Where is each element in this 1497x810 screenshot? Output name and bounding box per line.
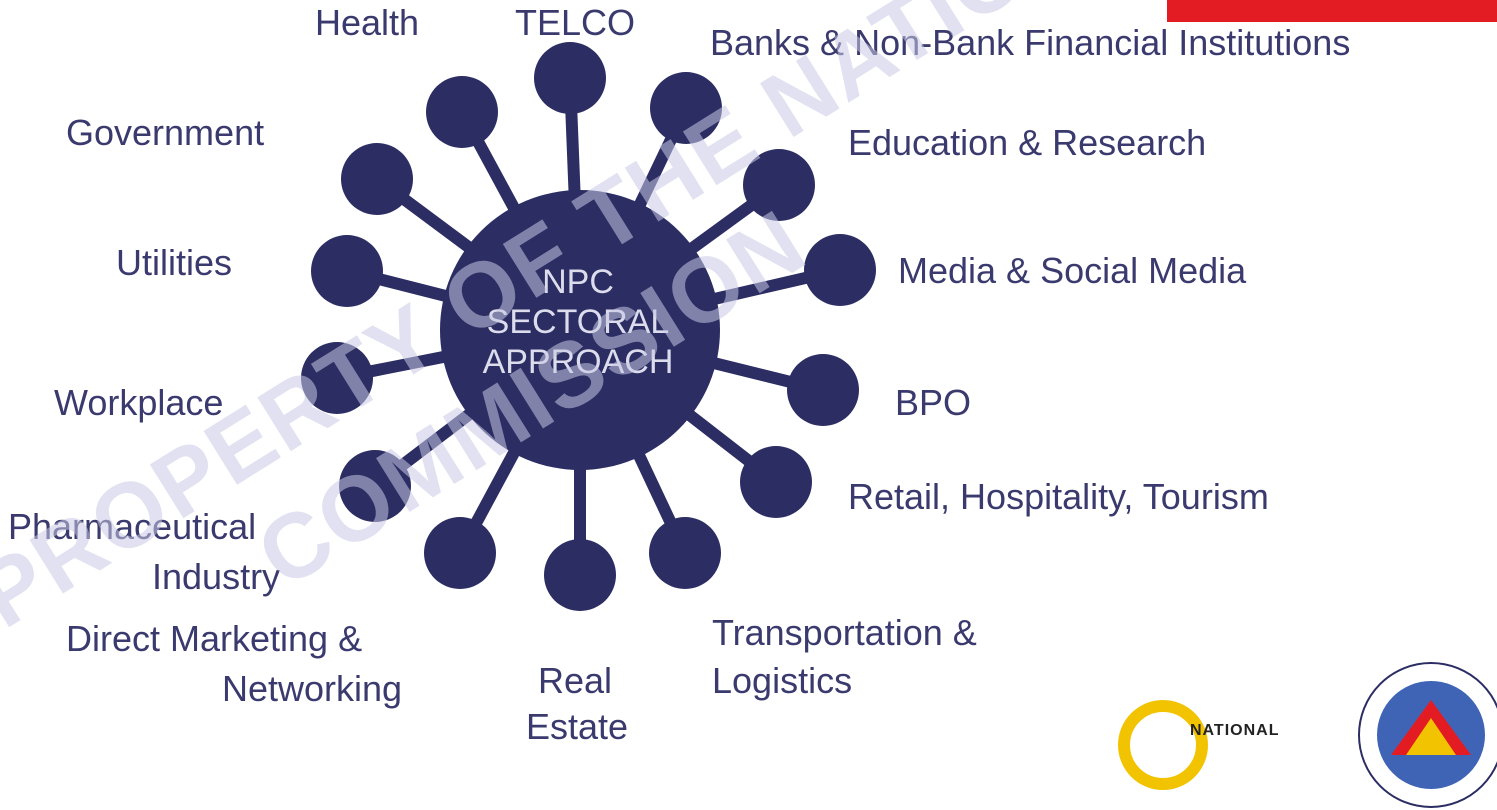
node-media: [804, 234, 876, 306]
label-media: Media & Social Media: [898, 250, 1247, 291]
label-transport-1: Transportation &: [712, 612, 977, 653]
node-telco: [534, 42, 606, 114]
logo-ring: [1118, 700, 1208, 790]
label-retail: Retail, Hospitality, Tourism: [848, 476, 1269, 517]
node-transport: [649, 517, 721, 589]
label-pharma-1: Pharmaceutical: [8, 506, 257, 547]
node-utilities: [311, 235, 383, 307]
node-health: [426, 76, 498, 148]
node-workplace: [301, 342, 373, 414]
seal-icon: [1358, 662, 1497, 808]
hub-nodes: [301, 42, 876, 611]
node-bpo: [787, 354, 859, 426]
sectoral-hub-diagram: [301, 42, 876, 611]
label-direct-1: Direct Marketing &: [66, 618, 363, 659]
hub-center-label: NPC SECTORAL APPROACH: [438, 262, 718, 382]
node-banks: [650, 72, 722, 144]
center-line-1: NPC: [542, 263, 614, 301]
node-realestate: [544, 539, 616, 611]
label-education: Education & Research: [848, 122, 1207, 163]
label-transport-2: Logistics: [712, 660, 853, 701]
center-line-2: SECTORAL: [486, 303, 670, 341]
label-utilities: Utilities: [116, 242, 233, 283]
npc-seal: [1356, 660, 1497, 810]
node-government: [341, 143, 413, 215]
logo-word: NATIONAL: [1190, 722, 1280, 739]
node-education: [743, 149, 815, 221]
label-realestate-2: Estate: [526, 706, 629, 747]
npc-logo: NATIONAL: [1118, 690, 1318, 790]
label-realestate-1: Real: [538, 660, 613, 701]
top-red-bar: [1167, 0, 1497, 22]
label-telco: TELCO: [515, 2, 636, 43]
node-pharma: [339, 450, 411, 522]
label-workplace: Workplace: [54, 382, 224, 423]
hub-center-circle: [440, 190, 720, 470]
label-banks: Banks & Non-Bank Financial Institutions: [710, 22, 1351, 63]
label-pharma-2: Industry: [152, 556, 281, 597]
label-government: Government: [66, 112, 265, 153]
node-retail: [740, 446, 812, 518]
center-line-3: APPROACH: [482, 343, 674, 381]
label-health: Health: [315, 2, 420, 43]
node-direct: [424, 517, 496, 589]
label-bpo: BPO: [895, 382, 972, 423]
label-direct-2: Networking: [222, 668, 403, 709]
